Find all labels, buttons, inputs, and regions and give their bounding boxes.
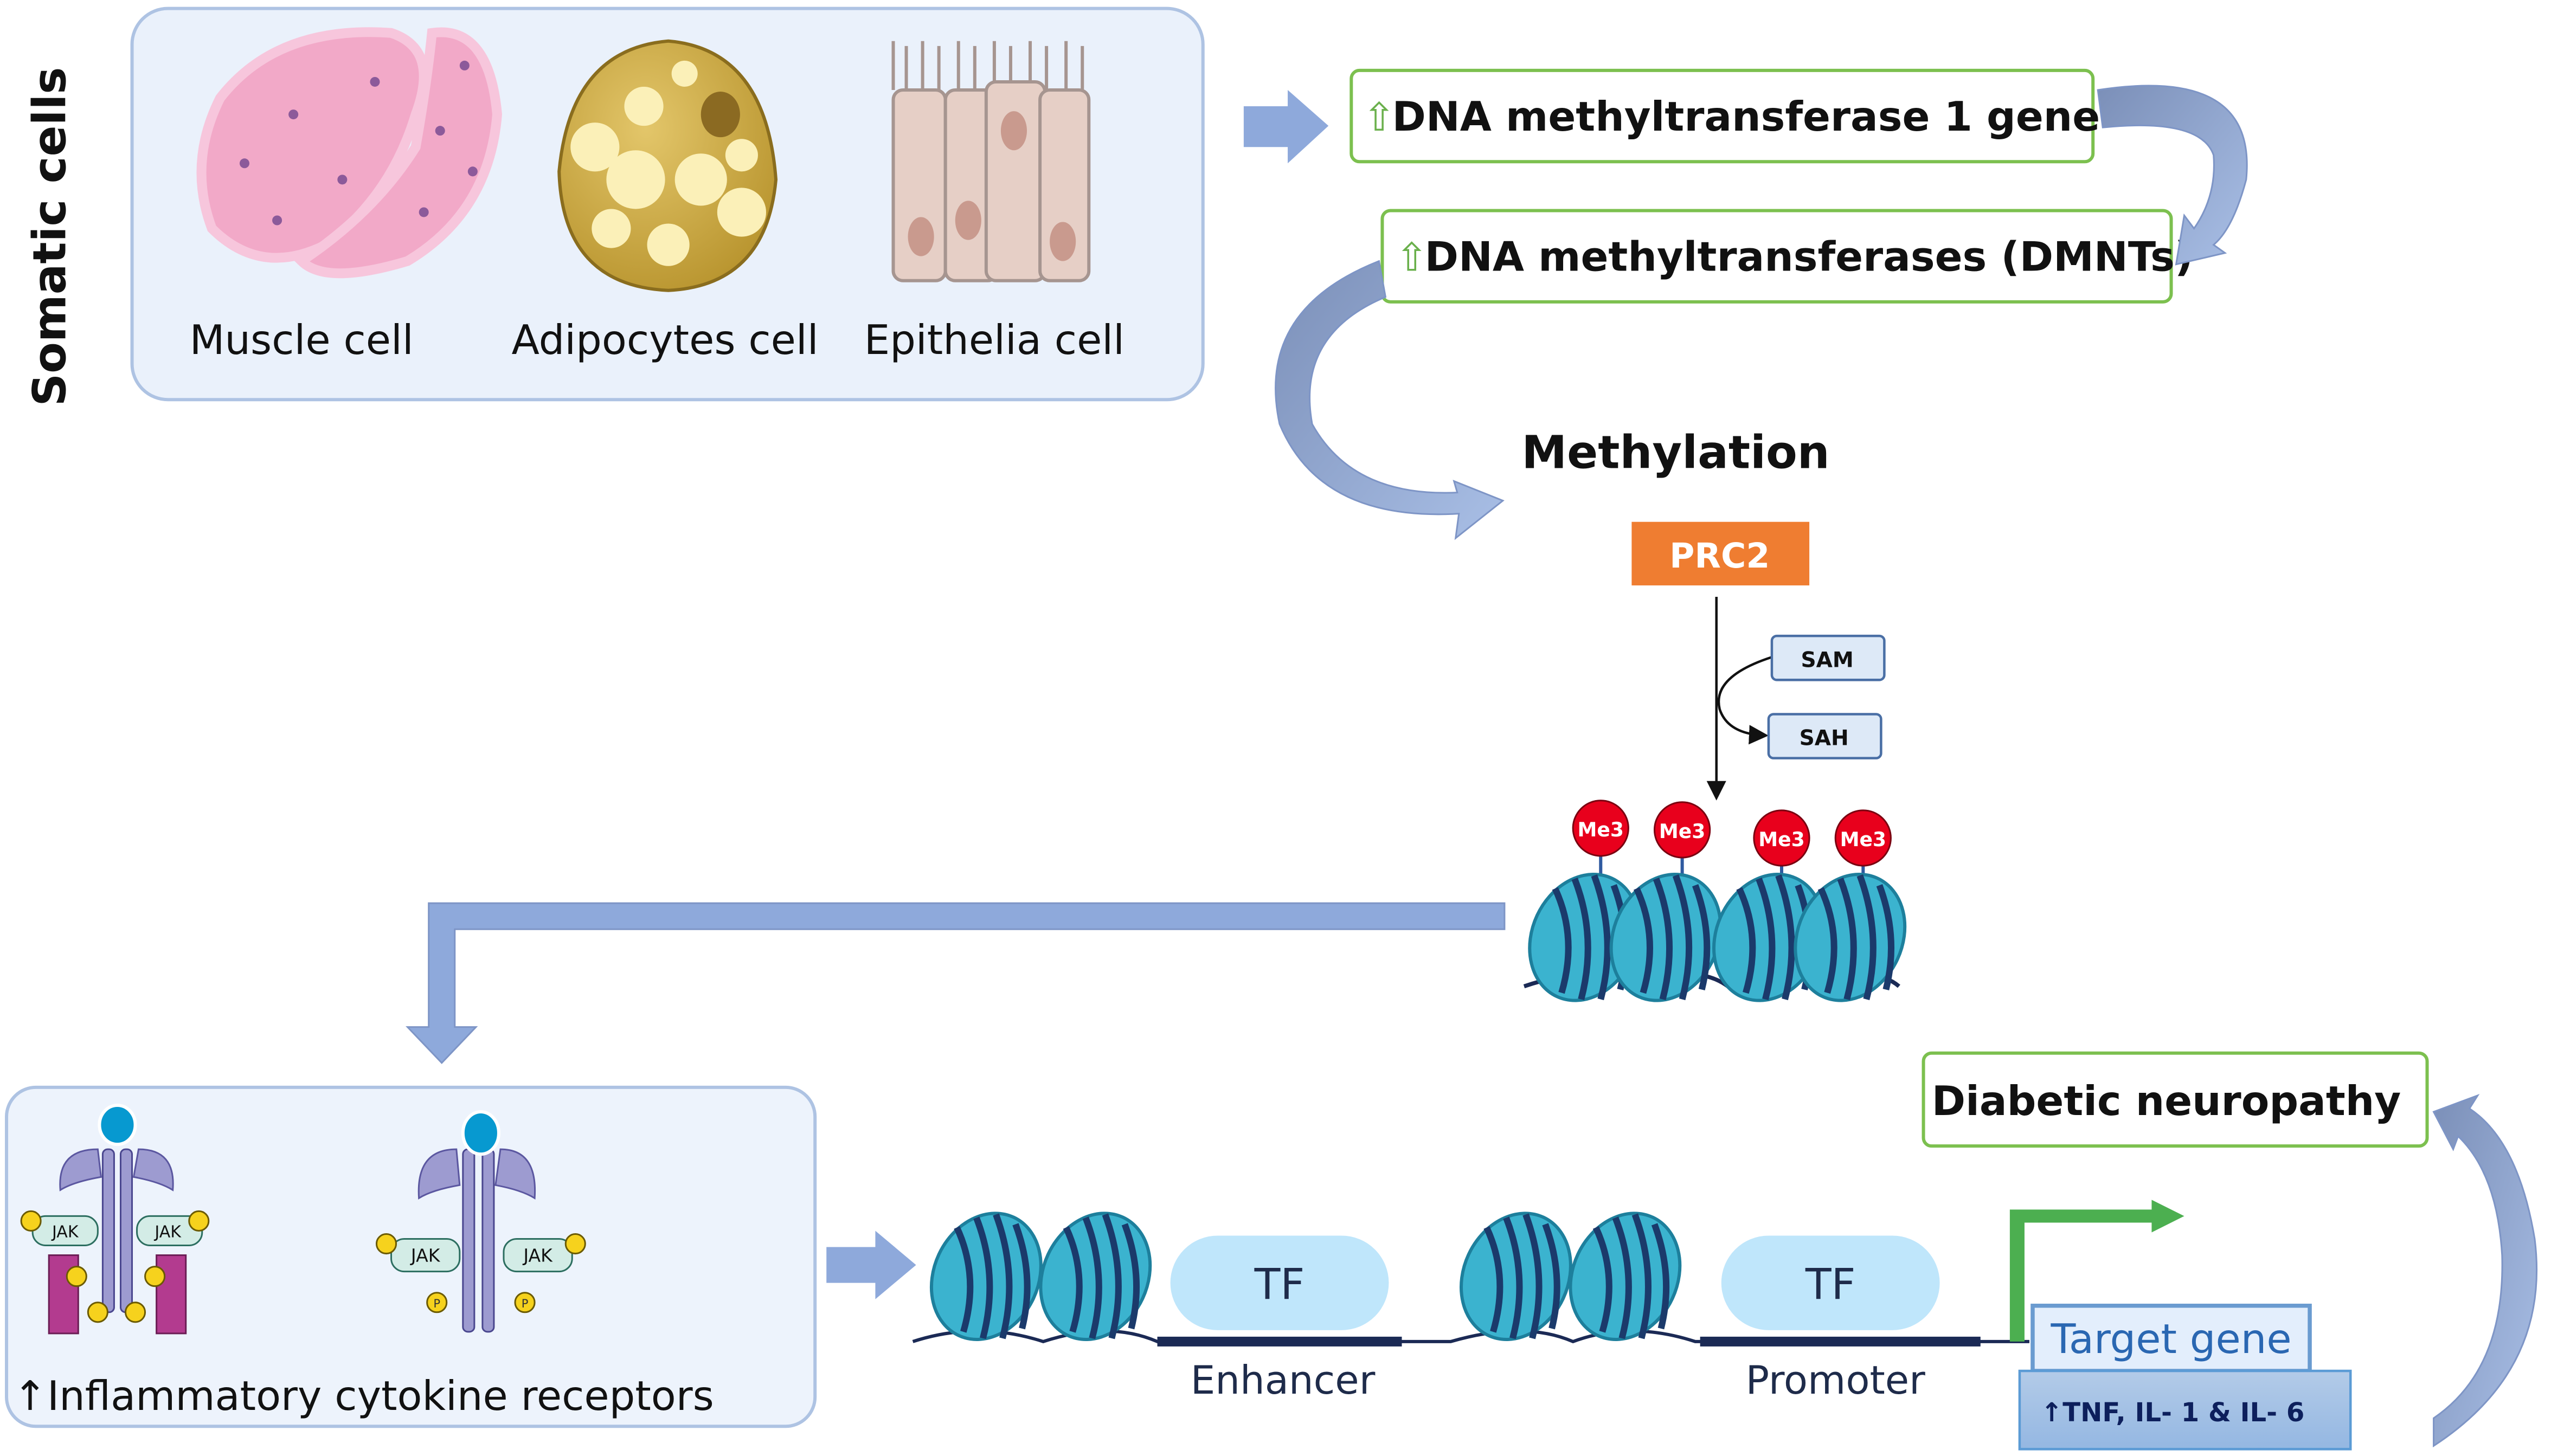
sam-label: SAM	[1801, 648, 1854, 672]
tf-label: TF	[1254, 1260, 1305, 1310]
dna-strand: TF TF Enhancer Promoter	[911, 1195, 2029, 1403]
promoter-region	[1700, 1336, 1981, 1347]
me3-mark: Me3	[1572, 800, 1629, 857]
dnmt1-gene-box: ⇧ DNA methyltransferase 1 gene	[1350, 68, 2100, 164]
me3-label: Me3	[1840, 828, 1886, 851]
jak-label: JAK	[153, 1222, 182, 1241]
target-gene-label: Target gene	[2050, 1315, 2291, 1363]
me3-mark: Me3	[1753, 809, 1810, 867]
jak-label: JAK	[522, 1245, 553, 1266]
muscle-cell-icon	[196, 27, 503, 279]
jak-label: JAK	[410, 1245, 441, 1266]
adipocytes-cell-label: Adipocytes cell	[512, 316, 819, 364]
enhancer-label: Enhancer	[1191, 1358, 1376, 1403]
l-shaped-arrow-icon	[406, 902, 1506, 1064]
transcription-arrow-icon	[2009, 1200, 2184, 1342]
prc2-label: PRC2	[1669, 536, 1770, 576]
curved-arrow-icon	[2432, 1094, 2538, 1448]
prc2-box: PRC2	[1631, 521, 1810, 585]
me3-label: Me3	[1578, 819, 1624, 841]
jak-label: JAK	[51, 1222, 79, 1241]
dnmt1-gene-label: DNA methyltransferase 1 gene	[1392, 93, 2100, 140]
curved-arrow-icon	[1275, 260, 1505, 540]
phosphate-label: P	[522, 1297, 529, 1310]
receptor-jak-icon: JAK JAK P P	[375, 1110, 586, 1333]
somatic-cells-panel: Muscle cell Adipocytes cell Epithelia ce…	[130, 7, 1205, 402]
up-arrow-icon: ⇧	[1363, 95, 1395, 140]
sah-box: SAH	[1767, 713, 1882, 759]
nucleosome-icon	[1020, 1195, 1170, 1357]
epithelia-cell-label: Epithelia cell	[864, 316, 1125, 364]
me3-label: Me3	[1659, 820, 1705, 843]
tf-enhancer: TF	[1170, 1235, 1389, 1330]
me3-mark: Me3	[1653, 801, 1711, 859]
muscle-cell-label: Muscle cell	[190, 316, 414, 364]
tf-promoter: TF	[1721, 1235, 1940, 1330]
phosphate-label: P	[433, 1297, 440, 1310]
curved-arrow-icon	[2097, 85, 2248, 266]
somatic-cells-label: Somatic cells	[23, 67, 76, 407]
me3-mark: Me3	[1834, 809, 1892, 867]
me3-label: Me3	[1758, 828, 1804, 851]
cytokines-box: ↑TNF, IL- 1 & IL- 6	[2018, 1369, 2352, 1451]
epithelial-cell-icon	[891, 41, 1091, 282]
target-gene-box: Target gene	[2030, 1304, 2312, 1373]
sam-sah-arrow	[1717, 656, 1772, 745]
enhancer-region	[1157, 1336, 1402, 1347]
receptor-jak-icon: JAK JAK	[20, 1103, 210, 1335]
block-arrow-right-icon	[826, 1230, 916, 1299]
nucleosome-icon	[911, 1195, 1061, 1357]
dnmts-box: ⇧ DNA methyltransferases (DMNTs)	[1380, 209, 2194, 304]
tf-label: TF	[1805, 1260, 1856, 1310]
cytokines-label: ↑TNF, IL- 1 & IL- 6	[2041, 1397, 2304, 1428]
block-arrow-right-icon	[1243, 89, 1329, 164]
methylated-nucleosomes: Me3 Me3 Me3 Me3	[1509, 800, 1925, 1019]
diabetic-neuropathy-label: Diabetic neuropathy	[1932, 1077, 2401, 1125]
dnmts-label: DNA methyltransferases (DMNTs)	[1425, 233, 2194, 281]
adipocyte-cell-icon	[557, 39, 778, 292]
cytokine-receptors-caption: ↑Inflammatory cytokine receptors	[13, 1372, 714, 1420]
promoter-label: Promoter	[1746, 1358, 1926, 1403]
nucleosome-icon	[1441, 1195, 1591, 1357]
cytokine-receptors-panel: JAK JAK JAK JAK P P ↑Inflammatory cytoki…	[5, 1085, 817, 1428]
methylation-title: Methylation	[1521, 426, 1829, 479]
sam-box: SAM	[1770, 634, 1886, 681]
up-arrow-icon: ⇧	[1395, 235, 1428, 281]
diabetic-neuropathy-box: Diabetic neuropathy	[1922, 1051, 2429, 1148]
sah-label: SAH	[1800, 726, 1849, 751]
nucleosome-icon	[1550, 1195, 1700, 1357]
